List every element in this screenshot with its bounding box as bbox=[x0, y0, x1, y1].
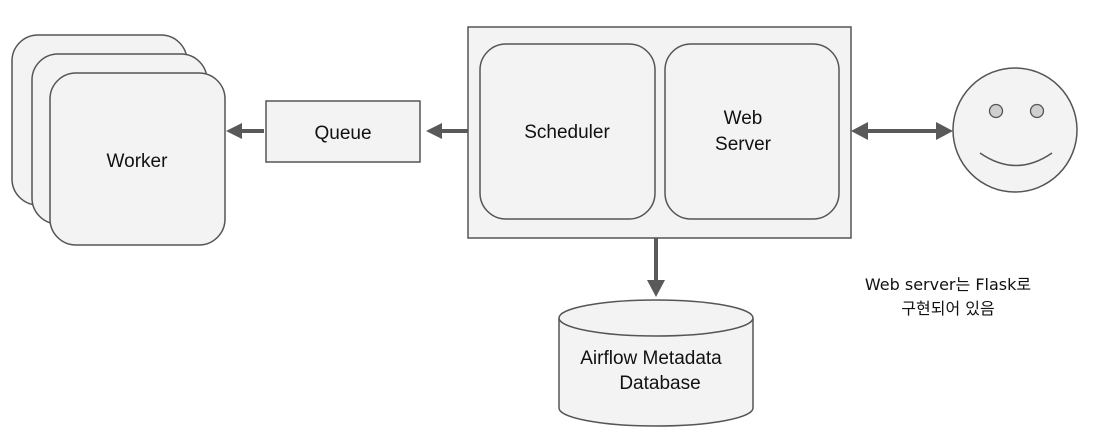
queue-label: Queue bbox=[314, 123, 371, 144]
arrow-core-to-database bbox=[647, 238, 665, 297]
queue-box bbox=[265, 100, 421, 163]
worker-card-front bbox=[49, 72, 226, 246]
airflow-core-container: Scheduler Web Server bbox=[467, 26, 852, 239]
right-eye bbox=[1029, 103, 1045, 119]
database-top bbox=[558, 299, 754, 337]
user-smiley-icon bbox=[952, 67, 1078, 193]
note-line2: 구현되어 있음 bbox=[901, 299, 994, 318]
database-cylinder: Airflow Metadata Database bbox=[558, 299, 754, 427]
smile bbox=[979, 152, 1053, 167]
database-label-line1: Airflow Metadata bbox=[580, 348, 722, 369]
web-server-label-line1: Web bbox=[724, 108, 763, 129]
note-line1: Web server는 Flask로 bbox=[865, 275, 1031, 294]
worker-stack: Worker bbox=[11, 34, 226, 246]
left-eye bbox=[988, 103, 1004, 119]
scheduler-box bbox=[479, 43, 656, 220]
arrow-webserver-user bbox=[851, 122, 953, 140]
worker-label: Worker bbox=[107, 151, 169, 172]
arrow-scheduler-to-queue bbox=[426, 123, 468, 139]
web-server-label-line2: Server bbox=[715, 134, 772, 155]
scheduler-label: Scheduler bbox=[524, 122, 610, 143]
web-server-note: Web server는 Flask로 구현되어 있음 bbox=[865, 275, 1031, 318]
database-label-line2: Database bbox=[619, 373, 700, 394]
web-server-box bbox=[664, 43, 840, 220]
arrow-queue-to-worker bbox=[226, 123, 264, 139]
queue-node: Queue bbox=[265, 100, 421, 163]
database-body bbox=[558, 318, 754, 427]
